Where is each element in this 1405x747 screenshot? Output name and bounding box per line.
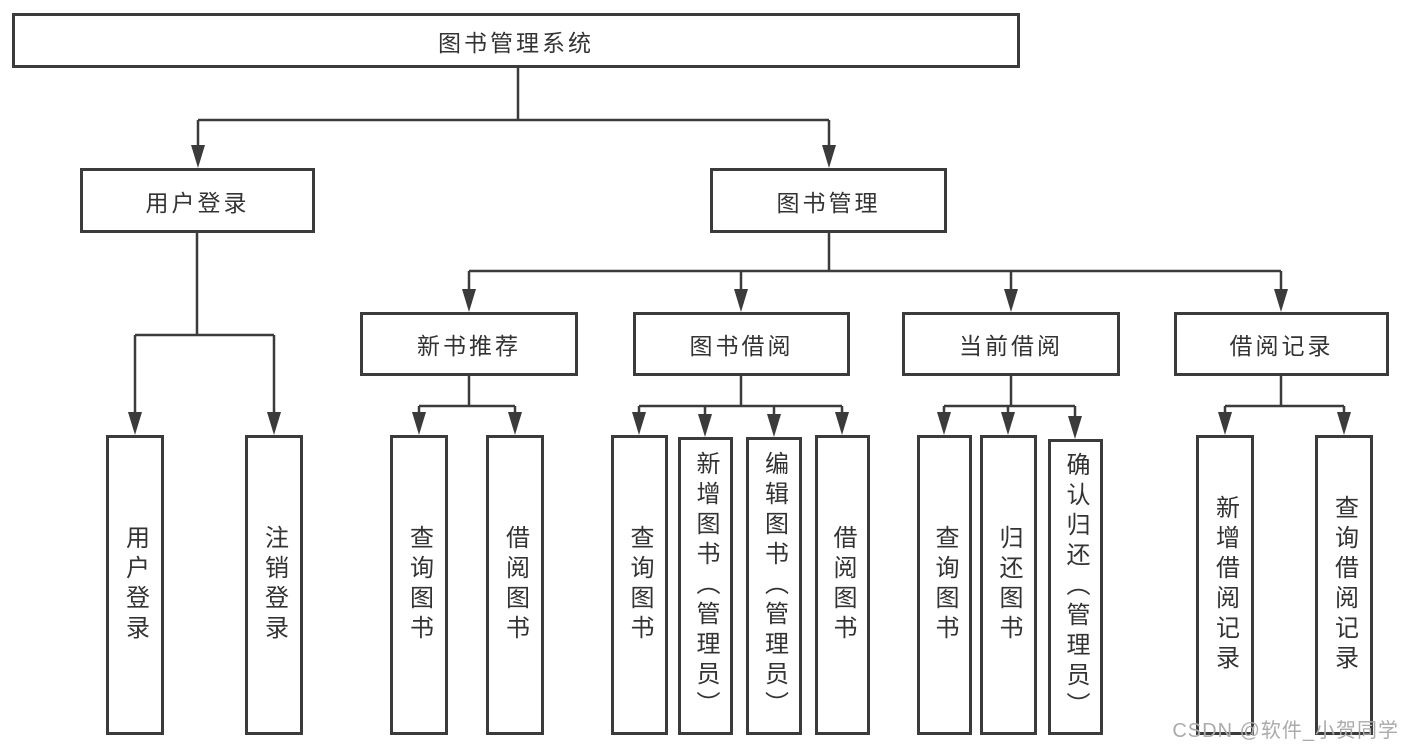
- leaf-edit-book-admin: 编辑图书（管理员）: [746, 437, 802, 735]
- leaf-borrow-books: 借阅图书: [815, 435, 870, 735]
- leaf-user-login: 用户登录: [106, 435, 164, 735]
- watermark: CSDN @软件_小贺同学: [1172, 720, 1399, 742]
- node-user-login: 用户登录: [80, 168, 315, 233]
- node-borrow-records: 借阅记录: [1174, 312, 1389, 376]
- leaf-query-borrow-record: 查询借阅记录: [1315, 435, 1373, 735]
- node-current-borrow: 当前借阅: [902, 312, 1120, 376]
- leaf-return-book: 归还图书: [980, 435, 1037, 735]
- leaf-borrow-books-recommend: 借阅图书: [486, 435, 544, 735]
- leaf-query-books-recommend: 查询图书: [390, 435, 448, 735]
- node-book-borrow: 图书借阅: [633, 312, 850, 376]
- leaf-query-books-current: 查询图书: [917, 435, 972, 735]
- node-new-book-recommend: 新书推荐: [360, 312, 578, 376]
- leaf-query-books-borrow: 查询图书: [611, 435, 668, 735]
- node-book-management: 图书管理: [710, 168, 947, 233]
- leaf-add-borrow-record: 新增借阅记录: [1196, 435, 1254, 735]
- leaf-confirm-return-admin: 确认归还（管理员）: [1048, 439, 1103, 735]
- leaf-add-book-admin: 新增图书（管理员）: [678, 437, 733, 735]
- leaf-logout: 注销登录: [245, 435, 303, 735]
- node-library-system: 图书管理系统: [12, 13, 1020, 68]
